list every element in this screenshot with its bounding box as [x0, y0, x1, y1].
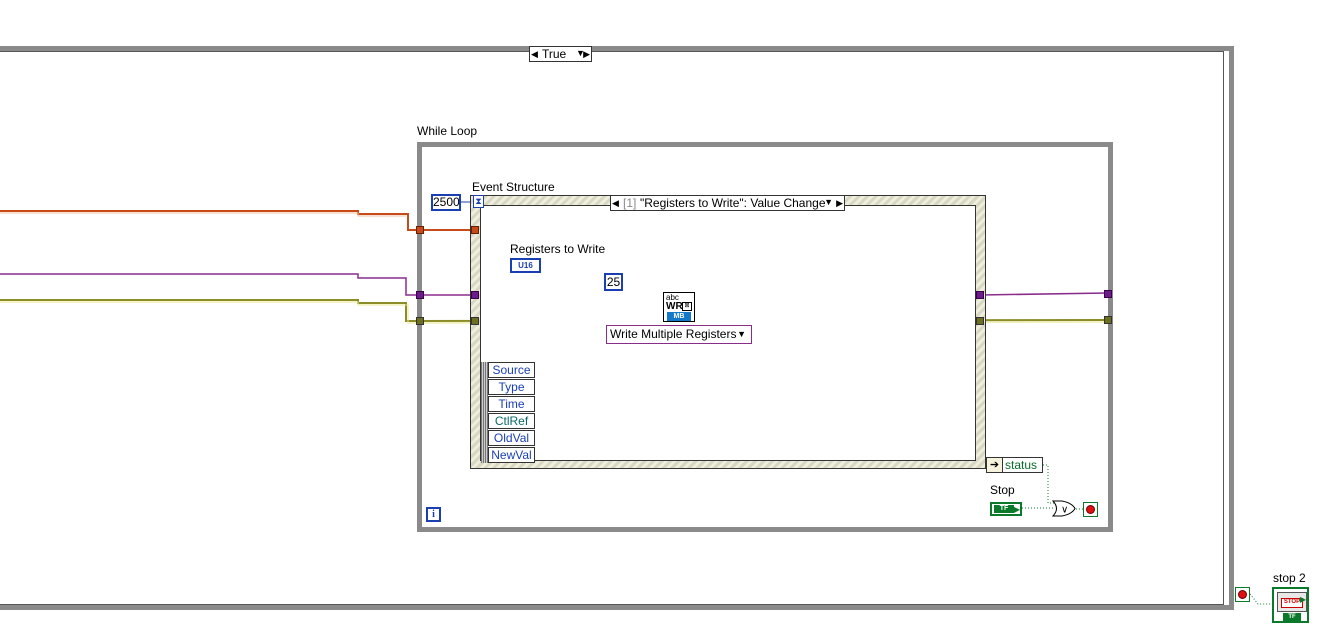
event-structure-label: Event Structure [472, 180, 555, 194]
cluster-tunnel-loop-out[interactable] [1104, 316, 1112, 324]
decrement-arrow-icon[interactable]: ◀ [612, 198, 619, 208]
outer-loop-condition-terminal[interactable] [1235, 587, 1250, 602]
case-selector-label: True [542, 47, 567, 61]
modbus-vi-top-text: abc [666, 293, 679, 302]
modbus-vi-bottom-text: MB [667, 312, 691, 321]
connection-icon: ⊠ [682, 302, 692, 311]
stop2-control-label: stop 2 [1273, 571, 1306, 585]
event-data-node[interactable]: Source Type Time CtlRef OldVal NewVal [481, 362, 535, 463]
case-selector[interactable]: ◀ True ▼ ▶ [529, 46, 592, 62]
while-loop[interactable] [417, 142, 1113, 532]
reference-tunnel-loop-out[interactable] [1104, 290, 1112, 298]
numeric-constant[interactable]: 25 [604, 273, 623, 291]
reference-wire[interactable] [0, 273, 662, 296]
iteration-terminal[interactable]: i [426, 507, 441, 522]
or-gate-symbol: ∨ [1061, 505, 1068, 516]
arrow-right-icon: ➔ [987, 458, 1003, 472]
stop-control-terminal[interactable]: TF ▶ [990, 502, 1022, 516]
reference-tunnel-event-in[interactable] [471, 291, 479, 299]
event-data-source[interactable]: Source [488, 362, 535, 378]
event-data-time[interactable]: Time [488, 396, 535, 412]
error-tunnel-loop[interactable] [416, 226, 424, 234]
event-data-ctlref[interactable]: CtlRef [488, 413, 535, 429]
event-data-type[interactable]: Type [488, 379, 535, 395]
status-indicator-label: status [1005, 458, 1038, 472]
case-structure-inner-border [0, 51, 1224, 605]
function-selector-label: Write Multiple Registers [610, 327, 737, 341]
reference-tunnel-loop-in[interactable] [416, 291, 424, 299]
dropdown-arrow-icon[interactable]: ▼ [576, 48, 585, 58]
stop-if-true-icon [1239, 591, 1246, 598]
modbus-write-vi[interactable]: abc ⊠ WR MB [663, 292, 695, 322]
error-tunnel-event[interactable] [471, 226, 479, 234]
cluster-tunnel-event-out[interactable] [976, 317, 984, 325]
event-data-oldval[interactable]: OldVal [488, 430, 535, 446]
event-case-selector[interactable]: ◀ [1] "Registers to Write": Value Change… [610, 195, 845, 211]
event-case-label: "Registers to Write": Value Change [640, 196, 826, 210]
or-gate[interactable]: ∨ [1052, 500, 1076, 517]
loop-condition-terminal[interactable] [1083, 502, 1098, 517]
output-arrow-icon: ▶ [1013, 505, 1020, 514]
dropdown-arrow-icon[interactable]: ▼ [824, 197, 833, 207]
output-arrow-icon: ▶ [1299, 595, 1306, 604]
timeout-constant[interactable]: 2500 [431, 194, 461, 211]
function-selector[interactable]: Write Multiple Registers ▼ [606, 325, 752, 344]
decrement-arrow-icon[interactable]: ◀ [531, 49, 538, 59]
registers-control-terminal[interactable]: U16 [510, 258, 541, 273]
cluster-tunnel-loop-in[interactable] [416, 317, 424, 325]
stop-button-text: STOP [1281, 598, 1303, 608]
stop-if-true-icon [1087, 506, 1094, 513]
dropdown-arrow-icon[interactable]: ▼ [737, 329, 746, 339]
boolean-type-tag: TF [1283, 613, 1301, 621]
modbus-vi-mid-text: WR [666, 301, 683, 312]
stop-control-label: Stop [990, 483, 1015, 497]
status-indicator[interactable]: ➔ status [986, 457, 1043, 473]
event-data-newval[interactable]: NewVal [488, 447, 535, 463]
event-case-index: [1] [623, 196, 637, 210]
hourglass-icon[interactable]: ⧗ [473, 195, 484, 208]
while-loop-label: While Loop [417, 124, 478, 138]
reference-tunnel-event-out[interactable] [976, 291, 984, 299]
increment-arrow-icon[interactable]: ▶ [583, 49, 590, 59]
event-data-node-border [481, 362, 488, 463]
cluster-tunnel-event-in[interactable] [471, 317, 479, 325]
increment-arrow-icon[interactable]: ▶ [836, 198, 843, 208]
registers-control-label: Registers to Write [510, 242, 606, 256]
stop2-control-terminal[interactable]: STOP TF ▶ [1272, 587, 1309, 623]
boolean-type-tag: TF [994, 505, 1014, 513]
stop-button-icon: STOP [1277, 592, 1307, 612]
case-structure[interactable] [0, 46, 1234, 610]
